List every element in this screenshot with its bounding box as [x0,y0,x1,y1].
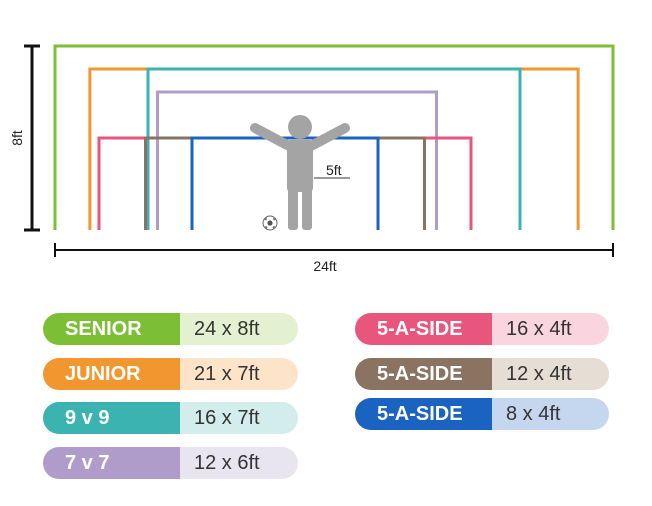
height-dimension-label: 8ft [9,130,25,146]
goal-frame [146,67,522,230]
football-icon [262,215,278,231]
figure-height-label: 5ft [326,162,342,178]
goal-frame [144,136,426,230]
legend-goal-name: 9 v 9 [43,402,180,434]
width-dimension-label: 24ft [313,258,336,274]
person-silhouette [250,115,350,230]
legend-goal-name: 5-A-SIDE [355,398,492,430]
legend-goal-size: 12 x 4ft [492,358,609,390]
height-dimension [24,44,40,232]
legend-goal-name: 5-A-SIDE [355,358,492,390]
legend-goal-name: SENIOR [43,313,180,345]
goal-frame [156,90,438,230]
width-dimension [54,243,614,257]
legend-goal-name: 7 v 7 [43,447,180,479]
legend-goal-size: 8 x 4ft [492,398,609,430]
legend-goal-size: 24 x 8ft [180,313,298,345]
legend-goal-name: 5-A-SIDE [355,313,492,345]
legend-goal-size: 16 x 4ft [492,313,609,345]
goal-frame [53,44,615,230]
goal-frames [53,44,615,230]
legend-goal-name: JUNIOR [43,358,180,390]
legend-goal-size: 21 x 7ft [180,358,298,390]
goal-frame [97,136,473,230]
goal-size-diagram: 5ft 8ft 24ft [9,44,615,274]
goal-frame [190,136,380,230]
legend-goal-size: 16 x 7ft [180,402,298,434]
legend-goal-size: 12 x 6ft [180,447,298,479]
